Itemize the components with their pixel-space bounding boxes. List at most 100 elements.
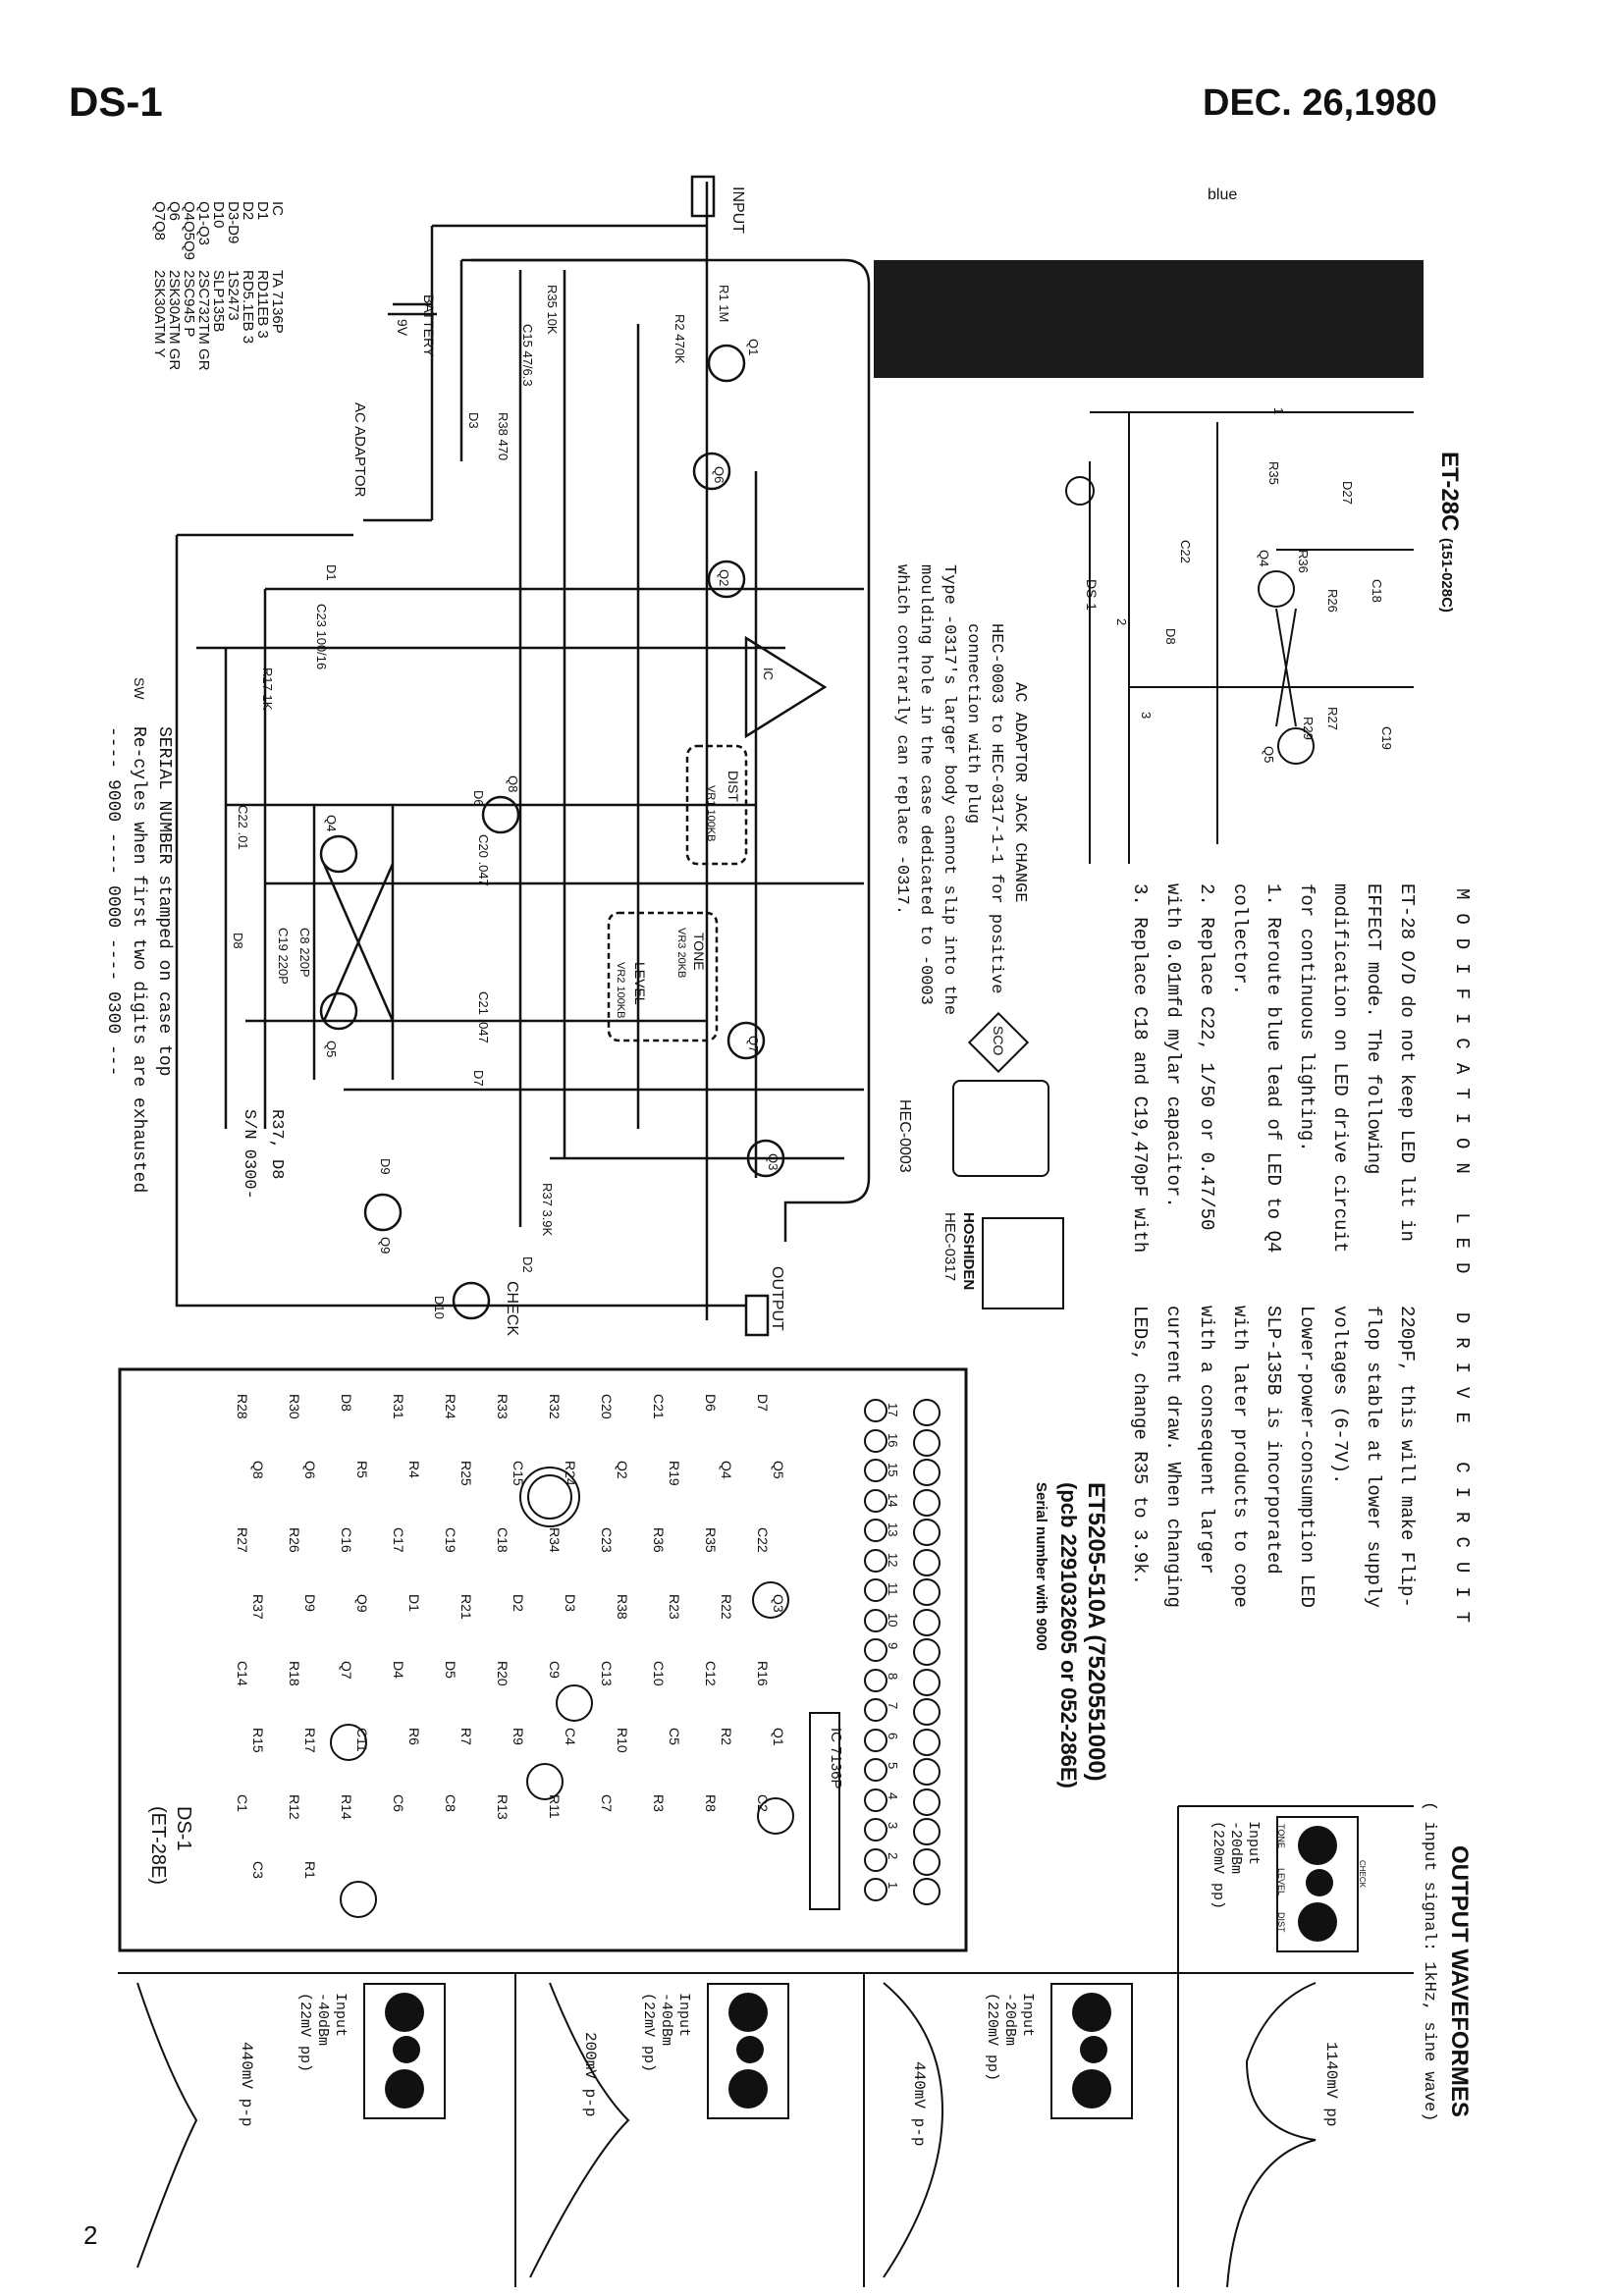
- tone-knob-icon: [1072, 1993, 1111, 2032]
- hec-0317-jack-drawing: [982, 1217, 1064, 1309]
- pcb-pad: [864, 1399, 887, 1422]
- pcb-component-label: D8: [339, 1394, 354, 1412]
- et28c-r35: R35: [1266, 461, 1281, 485]
- d7-label: D7: [471, 1070, 486, 1087]
- pcb-pad: [913, 1488, 941, 1517]
- q6-label: Q6: [712, 466, 726, 484]
- pcb-pad: [864, 1488, 887, 1513]
- et28c-d27: D27: [1340, 481, 1355, 505]
- et28c-ds1-label: DS-1: [1084, 579, 1100, 611]
- parts-row: Q62SK30ATM GR: [166, 201, 183, 371]
- pcb-component-label: R14: [339, 1794, 354, 1820]
- mod-line: SLP-135B is incorporated: [1263, 1306, 1284, 1575]
- pcb-pad: [864, 1608, 887, 1632]
- hosiden-label: HOSHIDEN: [960, 1212, 977, 1291]
- r37-label: R37 3.9K: [540, 1183, 555, 1237]
- pcb-component-label: D2: [511, 1594, 526, 1612]
- pcb-component-label: R27: [235, 1527, 250, 1553]
- pcb-pad: [913, 1878, 941, 1905]
- pcb-component-label: D1: [406, 1594, 422, 1612]
- revision-note: R37, D8 S/N 0300-: [235, 1109, 290, 1200]
- note-line: AC ADAPTOR JACK CHANGE: [1010, 682, 1029, 903]
- waveform-output-level: 440mV p-p: [238, 2042, 255, 2127]
- q9-label: Q9: [378, 1237, 393, 1255]
- pcb-component-label: R22: [719, 1594, 734, 1620]
- serial-note-line: SERIAL NUMBER stamped on case top: [154, 726, 174, 1077]
- pcb-component-label: R3: [651, 1794, 667, 1812]
- pcb-pad-number: 7: [886, 1702, 900, 1710]
- pcb-component-label: C23: [599, 1527, 615, 1553]
- parts-row: D10SLP135B: [210, 201, 227, 333]
- document-date: DEC. 26,1980: [1203, 82, 1437, 124]
- et28c-r27: R27: [1325, 707, 1340, 730]
- pcb-component-label: C9: [547, 1661, 563, 1679]
- et28c-q4: Q4: [1257, 550, 1271, 567]
- hec-0003-jack-drawing: [952, 1080, 1049, 1177]
- pcb-component-label: C1: [235, 1794, 250, 1812]
- pcb-component-label: D6: [703, 1394, 719, 1412]
- mod-line: for continuous lighting.: [1296, 883, 1317, 1152]
- pcb-component-label: R38: [615, 1594, 630, 1620]
- note-line: which contrarily can replace -0317.: [892, 564, 911, 916]
- et28c-r26: R26: [1325, 589, 1340, 613]
- pcb-pad: [913, 1519, 941, 1546]
- level-knob-label: LEVEL: [1276, 1868, 1286, 1896]
- pcb-component-label: C8: [443, 1794, 458, 1812]
- level-knob-icon: [1306, 1869, 1333, 1896]
- note-line: connection with plug: [963, 623, 982, 825]
- pcb-component-label: R19: [667, 1461, 682, 1486]
- pcb-pad: [864, 1728, 887, 1752]
- r2-label: R2 470K: [672, 314, 687, 364]
- et28c-c18: C18: [1370, 579, 1384, 603]
- pcb-pad-number: 11: [886, 1582, 900, 1596]
- waveform-output-level: 440mV p-p: [910, 2061, 928, 2147]
- mod-line: current draw. When changing: [1162, 1306, 1184, 1608]
- pcb-ic-label: IC 7136P: [828, 1728, 844, 1789]
- pcb-pad-number: 3: [886, 1822, 900, 1830]
- pcb-component-label: R15: [250, 1728, 266, 1753]
- pcb-component-label: R25: [458, 1461, 474, 1486]
- pcb-component-label: C21: [651, 1394, 667, 1419]
- blue-lead-label: blue: [1208, 187, 1238, 203]
- vr1-label: VR1 100KB: [705, 785, 717, 842]
- pcb-component-label: R18: [287, 1661, 302, 1686]
- parts-row: D3-D91S2473: [225, 201, 242, 321]
- r35-label: R35 10K: [545, 285, 560, 335]
- pcb-component-label: Q6: [302, 1461, 318, 1479]
- pcb-component-label: R34: [547, 1527, 563, 1553]
- pcb-component-label: R36: [651, 1527, 667, 1553]
- pcb-pad-number: 6: [886, 1732, 900, 1739]
- output-jack-label: OUTPUT: [769, 1266, 785, 1331]
- q4-label: Q4: [324, 815, 339, 832]
- pcb-pad: [913, 1399, 941, 1426]
- pcb-component-label: Q4: [719, 1461, 734, 1479]
- q8-label: Q8: [506, 775, 520, 793]
- pcb-component-label: C10: [651, 1661, 667, 1686]
- et28c-callout-1: 1: [1271, 407, 1286, 415]
- et28c-c22: C22: [1178, 540, 1193, 563]
- q1-label: Q1: [746, 339, 761, 356]
- mod-line: with 0.01mfd mylar capacitor.: [1162, 883, 1184, 1208]
- parts-row: Q1-Q32SC732TM GR: [195, 201, 212, 371]
- board-model: DS-1: [173, 1806, 194, 1851]
- knob-panel: [363, 1983, 446, 2119]
- pcb-component-label: R32: [547, 1394, 563, 1419]
- pcb-title-block: ET5205-510A (7520551000) (pcb 2291032605…: [1027, 1482, 1109, 1789]
- pcb-component-label: R1: [302, 1861, 318, 1879]
- dist-pot-label: DIST: [726, 771, 741, 802]
- ac-adaptor-label: AC ADAPTOR: [351, 402, 368, 498]
- pcb-component-label: R20: [495, 1661, 511, 1686]
- pcb-component-label: D7: [755, 1394, 771, 1412]
- pcb-part-number: ET5205-510A (7520551000): [1083, 1482, 1109, 1782]
- pcb-pad-number: 8: [886, 1672, 900, 1680]
- pcb-component-label: R9: [511, 1728, 526, 1745]
- waveform-output-level: 200mV p-p: [581, 2032, 599, 2117]
- pcb-pad: [864, 1758, 887, 1782]
- waveform-input-spec: Input-20dBm(220mV pp): [1210, 1821, 1262, 1910]
- pcb-pad: [864, 1847, 887, 1872]
- mod-line: collector.: [1229, 883, 1251, 996]
- pcb-pad: [864, 1818, 887, 1842]
- pcb-component-label: R35: [703, 1527, 719, 1553]
- model-title: DS-1: [69, 79, 163, 125]
